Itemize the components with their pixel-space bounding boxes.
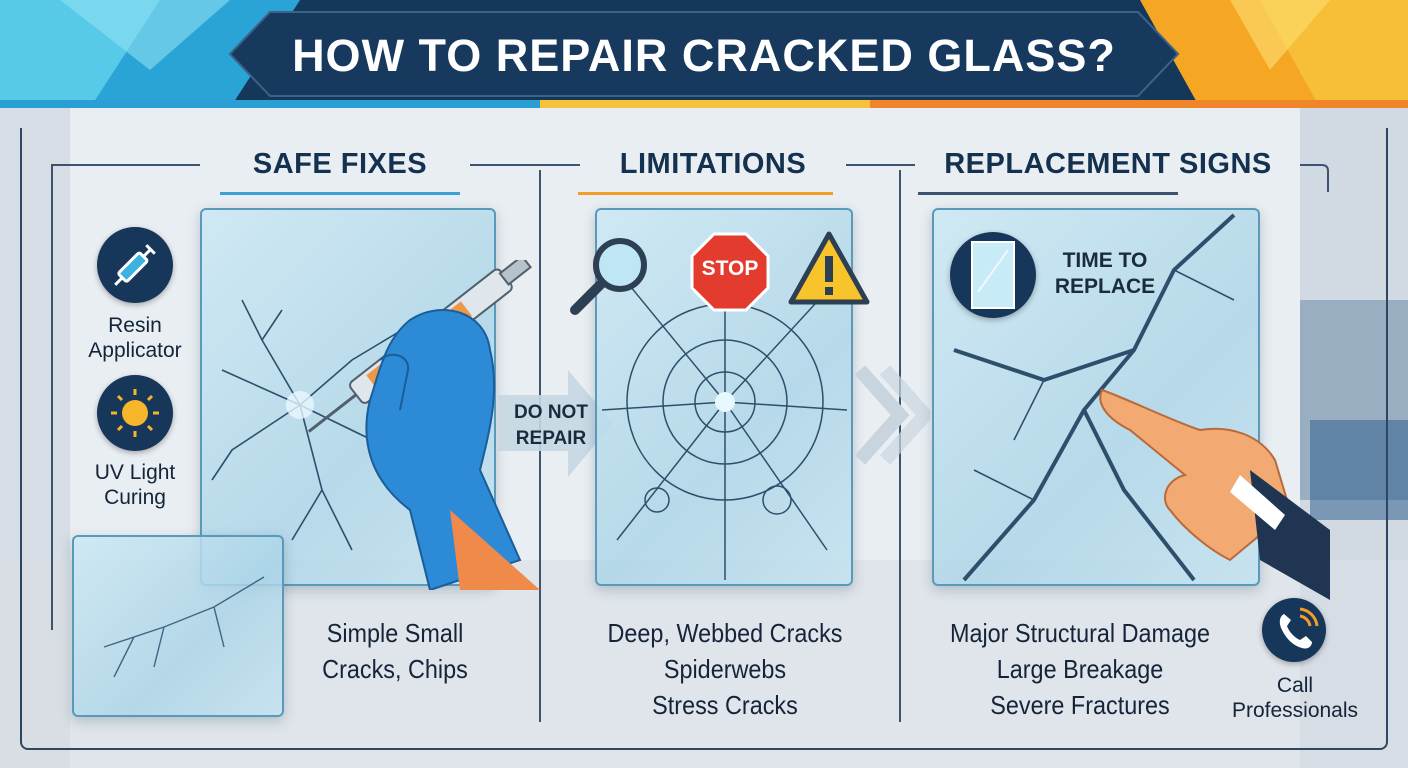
- safe-fixes-caption: Simple Small Cracks, Chips: [322, 618, 468, 684]
- title-banner: [0, 0, 1408, 108]
- replacement-caption: Major Structural Damage Large Breakage S…: [949, 618, 1211, 720]
- magnifier-icon: [570, 238, 647, 315]
- call-professionals-label: Call Professionals: [1231, 674, 1359, 722]
- small-crack-illustration: [211, 299, 403, 551]
- chip-crack-illustration: [103, 576, 265, 678]
- underline-limitations: [578, 192, 833, 195]
- phone-icon: [1262, 598, 1326, 662]
- time-to-replace-label: TIME TO REPLACE: [1054, 249, 1156, 298]
- heading-replacement-signs: REPLACEMENT SIGNS: [944, 148, 1272, 180]
- resin-applicator-label: Resin Applicator: [88, 314, 182, 362]
- gloved-hand-with-syringe: [307, 260, 540, 590]
- major-crack-illustration: [953, 213, 1236, 582]
- chevron-right-icon: [854, 365, 930, 465]
- warning-icon: [788, 231, 870, 305]
- uv-light-curing-label: UV Light Curing: [94, 461, 176, 509]
- underline-replacement-signs: [918, 192, 1178, 195]
- do-not-repair-label: DO NOT REPAIR: [514, 402, 588, 449]
- chip-glass-panel: [72, 535, 284, 717]
- pointing-hand: [1099, 388, 1330, 600]
- syringe-icon: [97, 227, 173, 303]
- underline-safe-fixes: [220, 192, 460, 195]
- heading-safe-fixes: SAFE FIXES: [252, 148, 428, 180]
- sun-icon: [97, 375, 173, 451]
- page-title: HOW TO REPAIR CRACKED GLASS?: [292, 30, 1116, 81]
- content-frame: [20, 128, 1388, 750]
- stop-sign-icon: [690, 232, 770, 312]
- limitations-caption: Deep, Webbed Cracks Spiderwebs Stress Cr…: [607, 618, 843, 720]
- do-not-repair-arrow: [498, 370, 613, 477]
- stop-sign-text: STOP: [701, 257, 759, 280]
- replace-window-icon: [950, 232, 1036, 318]
- heading-limitations: LIMITATIONS: [619, 148, 807, 180]
